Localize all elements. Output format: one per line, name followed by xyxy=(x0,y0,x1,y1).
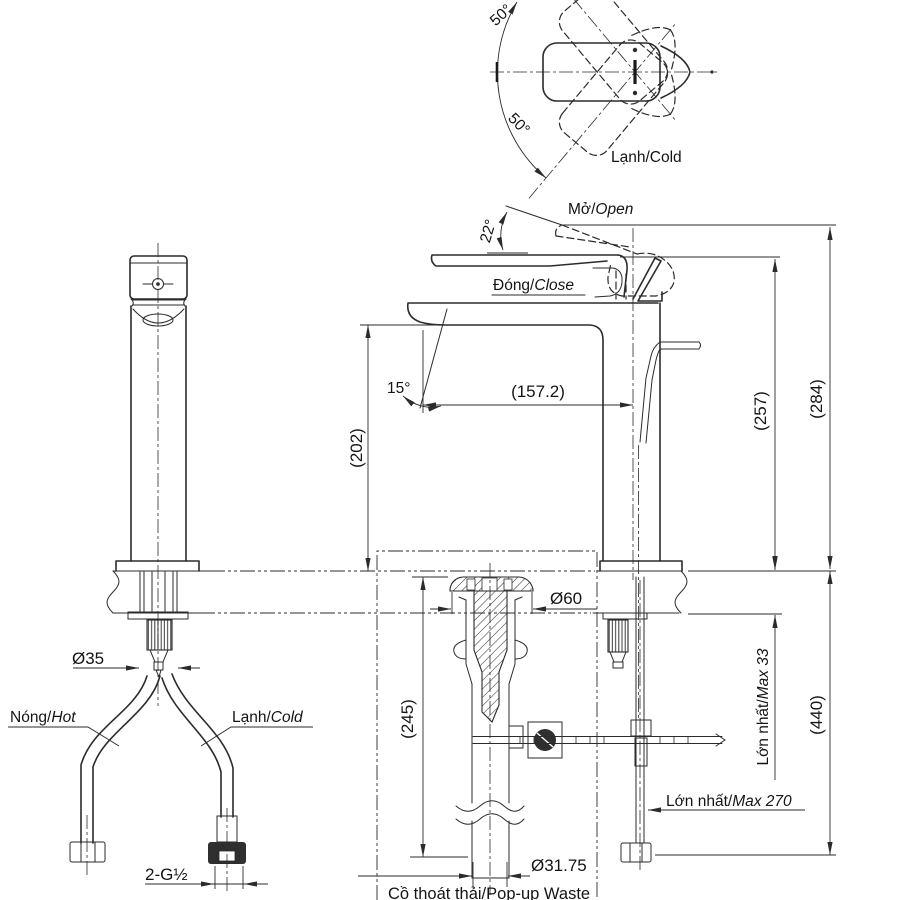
popup-waste-assembly: Ø60 (245) Ø31.75 Cồ thoát thải/Pop-up Wa… xyxy=(358,550,726,900)
dim-60-label: Ø60 xyxy=(550,589,582,608)
angle-22-arc xyxy=(496,211,508,251)
dim-284-label: (284) xyxy=(807,379,826,419)
stream-line xyxy=(419,308,448,409)
phantom-box xyxy=(376,550,598,900)
dim-157-label: (157.2) xyxy=(511,382,565,401)
rod-threads xyxy=(519,737,689,743)
angle-50-upper-label: 50° xyxy=(487,1,516,29)
front-neck xyxy=(130,298,187,307)
cold-leader xyxy=(200,726,313,747)
hot-hose xyxy=(80,675,161,844)
valve-body xyxy=(592,267,623,298)
handle-screw-dot-bottom xyxy=(632,90,638,96)
dim-max270-label: Lớn nhất/Max 270 xyxy=(666,793,792,810)
close-label: Đóng/Close xyxy=(493,277,574,294)
spout-outline xyxy=(406,302,659,562)
angle-22-label: 22° xyxy=(477,218,500,245)
hinge-hidden xyxy=(615,270,627,300)
front-shank-nut xyxy=(146,619,173,651)
waste-flange-wings xyxy=(453,639,528,660)
side-view: 22° Mở/Open Đóng/Close 15° (157.2) (202) xyxy=(347,201,836,718)
dim-257-label: (257) xyxy=(751,391,770,431)
angle-15-label: 15° xyxy=(387,380,410,397)
hot-hose-nut xyxy=(69,841,106,863)
closed-lever xyxy=(430,254,619,267)
tail-pipe xyxy=(471,739,510,879)
dim-max33-label: Lớn nhất/Max 33 xyxy=(755,648,772,765)
handle-rotated-down xyxy=(528,21,678,199)
front-body xyxy=(130,305,187,562)
front-base xyxy=(115,560,200,572)
front-dome xyxy=(132,308,185,324)
supply-nut xyxy=(620,842,652,863)
top-view-cold-label: Lạnh/Cold xyxy=(611,149,682,166)
handle-screw-dot-top xyxy=(632,47,638,53)
front-shank-tip xyxy=(149,649,169,679)
hot-leader xyxy=(8,726,120,747)
closed-lever-rear xyxy=(617,254,628,298)
front-view: Ø35 Nóng/Hot Lạnh/Cold 2-G½ xyxy=(8,243,313,893)
side-base xyxy=(599,560,683,572)
dim-thread-label: 2-G½ xyxy=(145,865,188,884)
popup-waste-label: Cồ thoát thải/Pop-up Waste xyxy=(388,885,590,900)
handle-rotated-up xyxy=(528,0,678,123)
aerator xyxy=(142,313,174,327)
open-hinge-dashed xyxy=(607,252,675,297)
ball-nut xyxy=(527,721,563,759)
waste-lower-body xyxy=(465,663,516,741)
top-view: 50° 50° Lạnh/Cold xyxy=(487,0,720,199)
pipe-break xyxy=(455,800,525,825)
dim-440-label: (440) xyxy=(807,695,826,735)
waste-body xyxy=(458,596,523,665)
hinge-solid xyxy=(632,257,663,302)
side-shank-tip xyxy=(609,651,627,669)
cold-label: Lạnh/Cold xyxy=(232,709,304,726)
waste-plug-stem xyxy=(473,590,508,723)
open-lever-top-edge xyxy=(505,205,563,226)
dim-3175-label: Ø31.75 xyxy=(531,856,587,875)
side-shank-nut xyxy=(607,619,629,653)
open-label: Mở/Open xyxy=(568,201,633,218)
counter-break-right xyxy=(674,570,688,614)
centerline-end-dot xyxy=(710,70,714,74)
dim-202-label: (202) xyxy=(347,428,366,468)
cold-hose xyxy=(161,673,234,818)
side-washer xyxy=(602,612,648,620)
popup-knob xyxy=(639,341,701,444)
counter-lines xyxy=(106,570,836,615)
counter-break-left xyxy=(106,570,120,614)
front-washer xyxy=(127,611,189,620)
angle-50-lower-label: 50° xyxy=(504,110,533,139)
popup-rod xyxy=(472,733,726,747)
front-handle xyxy=(129,255,188,300)
front-shank xyxy=(139,571,178,613)
dim-245-label: (245) xyxy=(398,699,417,739)
side-under-counter: Lớn nhất/Max 33 (440) Lớn nhất/Max 270 xyxy=(602,557,836,872)
hot-label: Nóng/Hot xyxy=(10,709,76,726)
rod-clamp xyxy=(630,719,652,737)
handle-plan-tip xyxy=(660,45,691,99)
dim-35-label: Ø35 xyxy=(72,649,104,668)
open-lever-dashed xyxy=(555,224,638,255)
rod-clamp-lower xyxy=(634,737,648,767)
swing-arc xyxy=(496,1,547,179)
